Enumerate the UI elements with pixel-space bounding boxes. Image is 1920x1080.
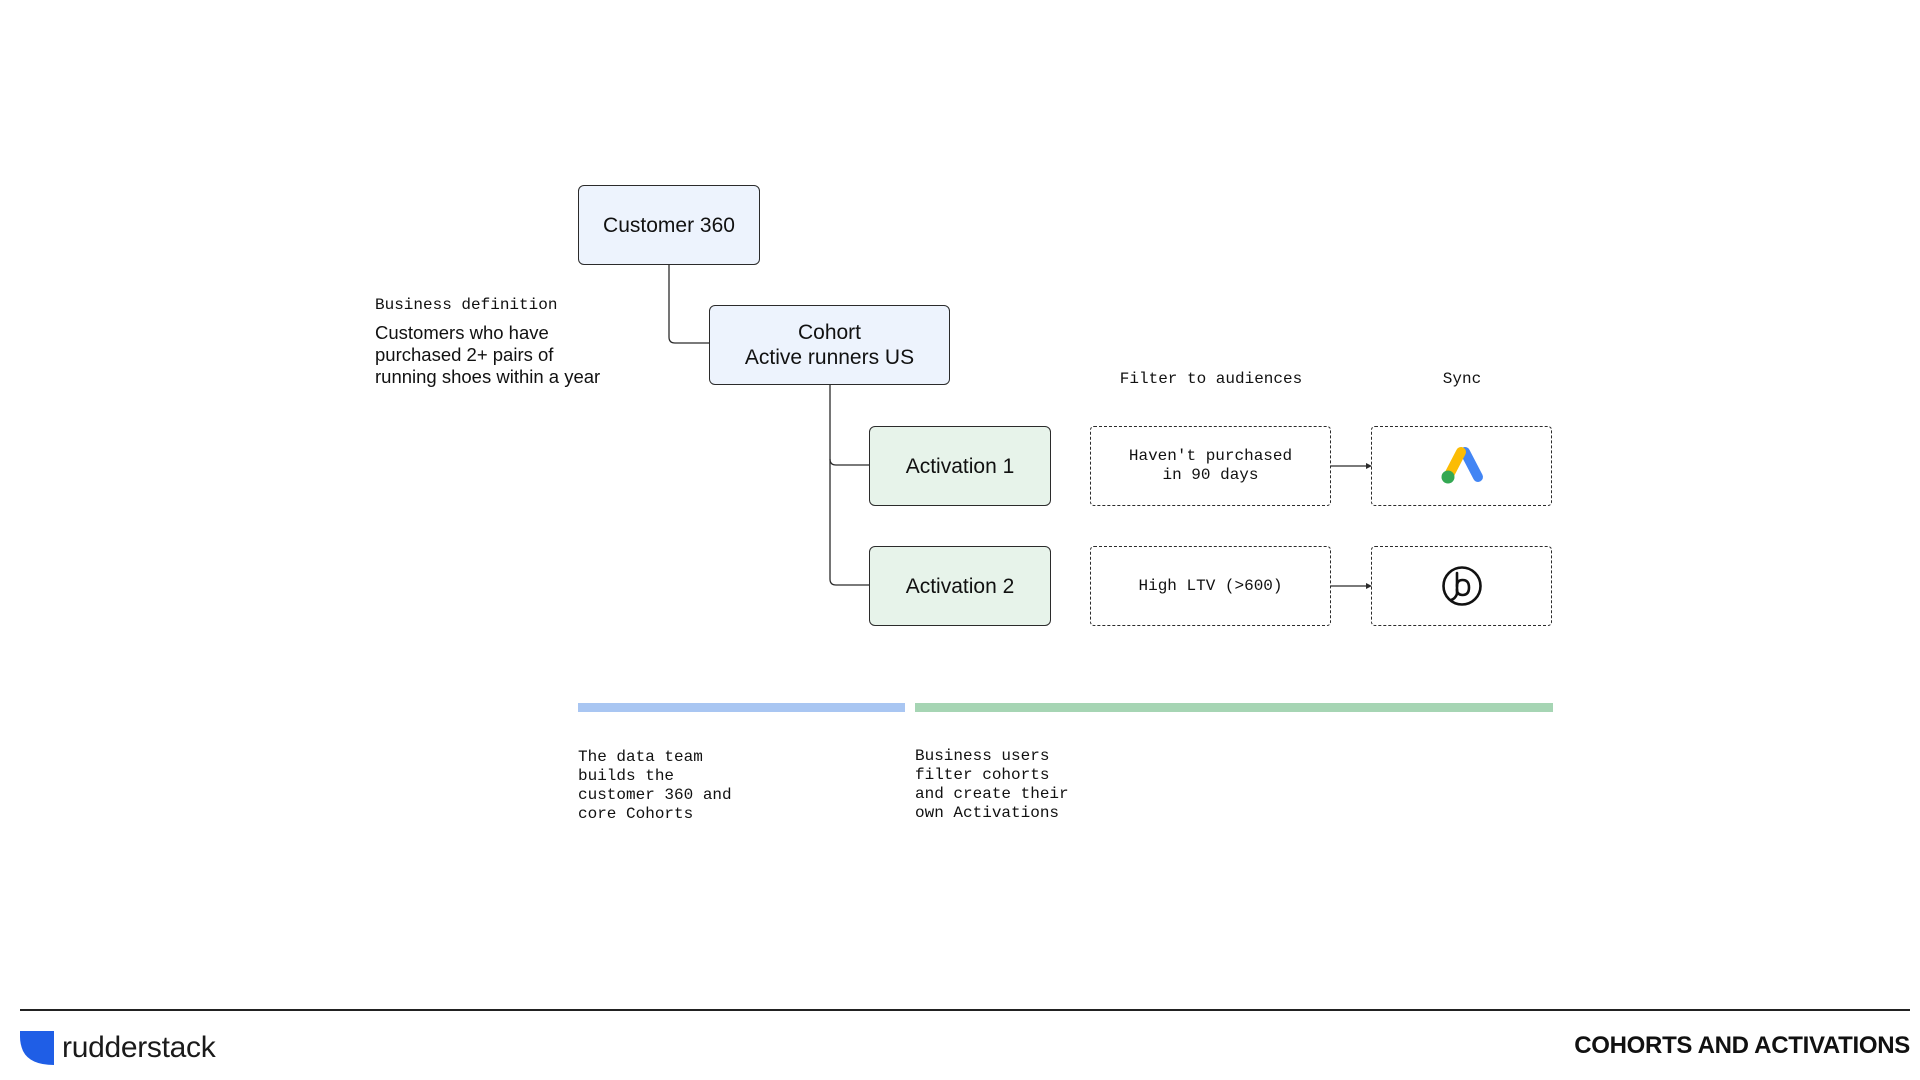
filter-2-box[interactable]: High LTV (>600)	[1090, 546, 1331, 626]
activation-1-label: Activation 1	[905, 454, 1015, 478]
activation-1-node[interactable]: Activation 1	[869, 426, 1051, 506]
customer-360-node[interactable]: Customer 360	[578, 185, 760, 265]
google-ads-icon	[1441, 447, 1483, 484]
business-definition-text: Customers who have purchased 2+ pairs of…	[375, 322, 675, 388]
filter-2-label: High LTV (>600)	[1138, 576, 1283, 595]
slide-title: COHORTS AND ACTIVATIONS	[1574, 1032, 1910, 1059]
data-team-bar	[578, 703, 905, 712]
destination-braze-box[interactable]	[1371, 546, 1552, 626]
sync-header: Sync	[1442, 370, 1482, 388]
filter-1-box[interactable]: Haven't purchased in 90 days	[1090, 426, 1331, 506]
connector-cohort-activation1	[829, 385, 870, 466]
activation-2-label: Activation 2	[905, 574, 1015, 598]
filter-to-audiences-header: Filter to audiences	[1119, 370, 1303, 388]
business-definition-label: Business definition	[375, 296, 558, 314]
cohort-title: Cohort	[797, 321, 861, 344]
business-definition-line-3: running shoes within a year	[375, 366, 601, 387]
connector-customer360-cohort	[668, 265, 710, 344]
customer-360-label: Customer 360	[603, 213, 735, 237]
footer-divider	[20, 1009, 1910, 1011]
data-team-caption: The data team builds the customer 360 an…	[578, 748, 732, 823]
brand-logo[interactable]: rudderstack	[20, 1030, 216, 1066]
cohort-node[interactable]: Cohort Active runners US	[709, 305, 950, 385]
business-users-bar	[915, 703, 1553, 712]
destination-google-ads-box[interactable]	[1371, 426, 1552, 506]
business-definition-line-2: purchased 2+ pairs of	[375, 344, 554, 365]
activation-2-node[interactable]: Activation 2	[869, 546, 1051, 626]
filter-1-line-1: Haven't purchased	[1128, 447, 1293, 465]
business-definition-line-1: Customers who have	[375, 322, 549, 343]
filter-1-line-2: in 90 days	[1162, 466, 1259, 484]
braze-icon	[1441, 566, 1482, 606]
business-users-caption: Business users filter cohorts and create…	[915, 747, 1069, 822]
cohort-name: Active runners US	[744, 346, 915, 369]
rudderstack-logo-icon	[20, 1031, 54, 1065]
connector-cohort-activation2	[829, 459, 870, 586]
brand-name: rudderstack	[62, 1031, 216, 1064]
